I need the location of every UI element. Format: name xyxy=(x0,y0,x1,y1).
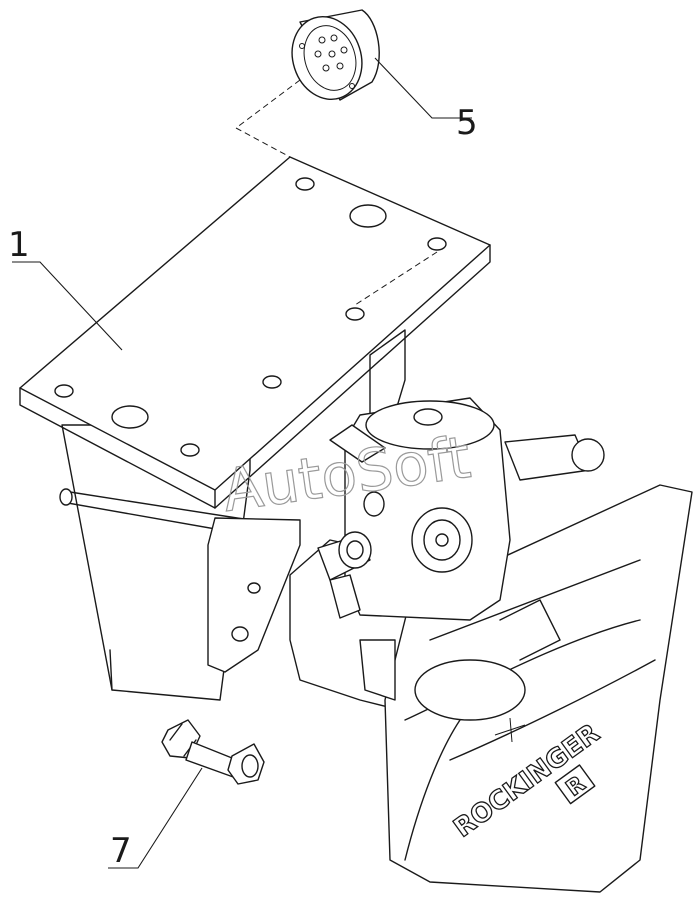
leader-line-part-1 xyxy=(12,261,123,351)
coupling-flange xyxy=(207,517,301,673)
connector-socket xyxy=(291,9,380,101)
alignment-line-bolt xyxy=(354,251,438,306)
leader-line-part-7 xyxy=(108,767,203,869)
leader-line-part-5 xyxy=(374,57,472,119)
callout-part-7: 7 xyxy=(110,831,132,871)
callout-part-1: 1 xyxy=(8,225,30,265)
towing-coupling-head xyxy=(289,397,693,893)
alignment-line-connector xyxy=(235,79,301,158)
bolt-and-nut xyxy=(161,719,265,785)
callout-part-5: 5 xyxy=(456,103,478,143)
brand-mark-box xyxy=(554,764,596,805)
mounting-plate xyxy=(19,156,491,509)
